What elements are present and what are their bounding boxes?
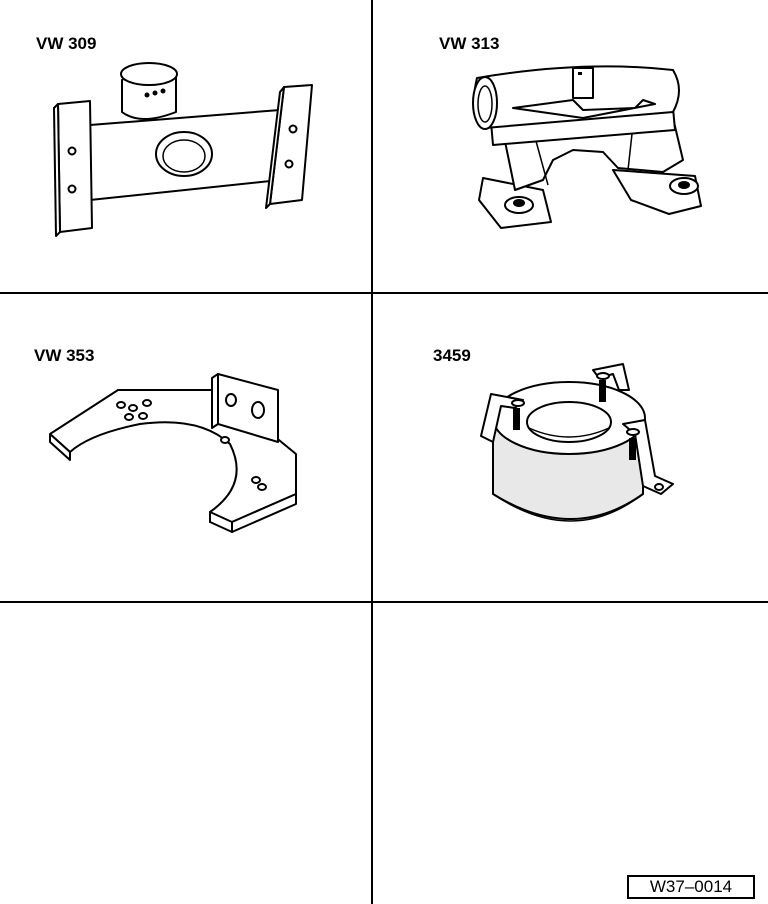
tool-label: VW 313 — [439, 34, 500, 53]
cell-vw309: VW 309 — [0, 0, 371, 292]
tool-vw309-drawing — [53, 62, 313, 237]
tool-label: VW 309 — [36, 34, 97, 53]
tool-3459-drawing — [480, 363, 674, 522]
tool-vw313-drawing — [472, 65, 702, 229]
drawing-reference-label: W37–0014 — [627, 875, 755, 899]
cell-vw353: VW 353 — [0, 294, 371, 601]
horizontal-divider-top — [0, 292, 768, 294]
cell-3459: 3459 — [373, 294, 768, 601]
tool-vw353-drawing — [49, 373, 297, 533]
vertical-divider — [371, 0, 373, 904]
cell-vw313: VW 313 — [373, 0, 768, 292]
tool-label: VW 353 — [34, 346, 95, 365]
horizontal-divider-bottom — [0, 601, 768, 603]
tool-label: 3459 — [433, 346, 471, 365]
